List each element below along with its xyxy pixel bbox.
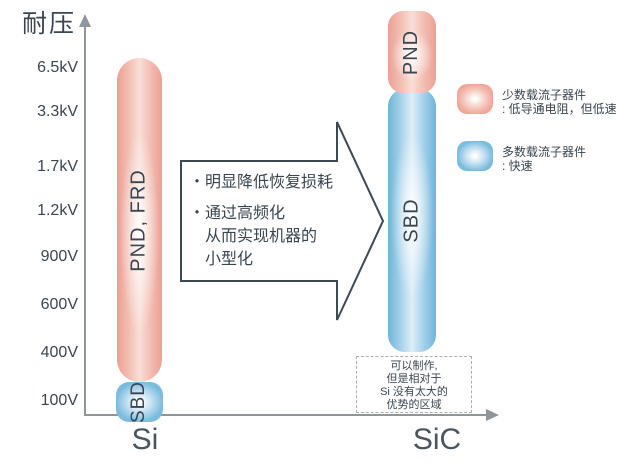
legend-majority-line2: : 快速 xyxy=(502,159,533,173)
y-tick: 100V xyxy=(40,392,78,409)
y-axis-line xyxy=(84,26,86,415)
note-line: Si 没有太大的 xyxy=(380,386,448,398)
sic-pnd-bar-label: PND xyxy=(400,29,423,75)
si-pnd-frd-bar-label: PND, FRD xyxy=(128,168,151,272)
sic-note-box: 可以制作, 但是相对于 Si 没有太大的 优势的区域 xyxy=(356,356,472,413)
note-line: 可以制作, xyxy=(390,360,438,372)
y-tick: 900V xyxy=(40,248,78,265)
callout-bullet-2-wrap: 从而实现机器的 xyxy=(205,228,318,245)
x-label-si: Si xyxy=(131,423,159,456)
legend-minority-line1: 少数载流子器件 xyxy=(502,88,587,102)
y-axis-arrow-up-icon xyxy=(79,14,91,27)
callout-bullet-2: ・通过高频化 xyxy=(189,205,286,222)
x-axis-arrow-right-icon xyxy=(486,409,499,421)
legend-minority-text: 少数载流子器件 : 低导通电阻，但低速 xyxy=(502,88,640,116)
x-label-sic: SiC xyxy=(412,423,462,456)
sic-pnd-bar: PND xyxy=(388,11,436,93)
callout-bullet-2-wrap: 小型化 xyxy=(205,251,254,268)
y-tick: 400V xyxy=(40,344,78,361)
callout-text: ・明显降低恢复损耗 ・通过高频化 从而实现机器的 小型化 xyxy=(189,171,341,271)
x-axis-line xyxy=(84,414,488,416)
si-sbd-bar-label: SBD xyxy=(128,380,150,424)
note-line: 优势的区域 xyxy=(386,399,442,411)
callout-bullet-1: ・明显降低恢复损耗 xyxy=(189,174,334,191)
y-tick: 600V xyxy=(40,296,78,313)
legend-majority-line1: 多数载流子器件 xyxy=(502,145,587,159)
sic-sbd-bar-label: SBD xyxy=(400,198,423,243)
si-pnd-frd-bar: PND, FRD xyxy=(117,58,162,382)
legend-majority-swatch xyxy=(457,141,493,171)
si-sbd-bar: SBD xyxy=(116,380,163,424)
note-line: 但是相对于 xyxy=(386,373,442,385)
legend-minority-swatch xyxy=(457,84,493,114)
y-tick: 6.5kV xyxy=(37,59,78,76)
y-tick: 1.7kV xyxy=(37,158,78,175)
y-tick: 3.3kV xyxy=(37,103,78,120)
legend-majority-text: 多数载流子器件 : 快速 xyxy=(502,145,640,173)
y-axis-title: 耐压 xyxy=(22,10,77,38)
sic-sbd-bar: SBD xyxy=(388,89,436,352)
right-arrow-shape xyxy=(180,121,385,321)
legend-minority-line2: : 低导通电阻，但低速 xyxy=(502,102,617,116)
y-tick: 1.2kV xyxy=(37,202,78,219)
